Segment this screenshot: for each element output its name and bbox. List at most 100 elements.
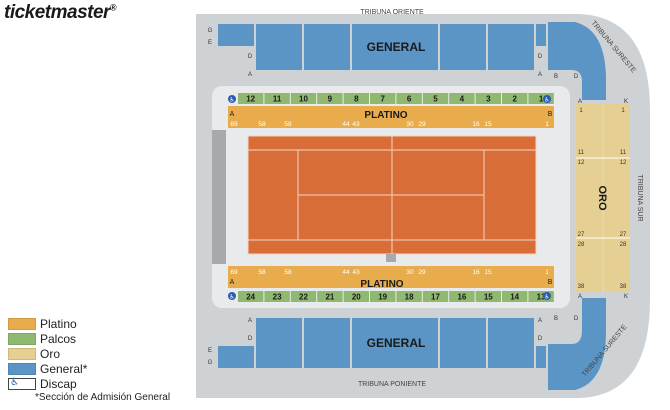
- palco-bottom-14[interactable]: [502, 291, 528, 302]
- platino-bottom-num-5: 30: [406, 269, 414, 276]
- palco-bottom-20[interactable]: [343, 291, 369, 302]
- oro-num-38-right: 38: [620, 284, 627, 290]
- palco-top-label-7: 7: [380, 95, 385, 104]
- palco-bottom-label-20: 20: [352, 293, 361, 302]
- platino-bottom-num-8: 15: [484, 269, 492, 276]
- platino-top-num-2: 58: [284, 121, 292, 128]
- section-general-top-c[interactable]: [304, 24, 350, 70]
- platino-top-num-7: 16: [472, 121, 480, 128]
- palco-bottom-16[interactable]: [449, 291, 475, 302]
- section-general-top-b[interactable]: [256, 24, 302, 70]
- label-general-bottom: GENERAL: [367, 336, 426, 350]
- section-general-top-a[interactable]: [218, 24, 254, 46]
- palco-top-6[interactable]: [396, 93, 422, 104]
- palco-bottom-23[interactable]: [264, 291, 290, 302]
- concourse-left: [196, 14, 214, 398]
- label-platino-top: PLATINO: [364, 110, 407, 121]
- platino-bottom-num-0: 69: [230, 269, 238, 276]
- label-platino-bottom: PLATINO: [360, 279, 403, 290]
- palco-top-1[interactable]: [528, 93, 554, 104]
- palco-bottom-18[interactable]: [396, 291, 422, 302]
- section-general-top-g[interactable]: [536, 24, 546, 46]
- platino-top-num-3: 44: [342, 121, 350, 128]
- palco-top-label-4: 4: [460, 95, 465, 104]
- legend-swatch-discap: ♿: [8, 376, 36, 390]
- row-letter-a-oro: A: [578, 99, 582, 105]
- legend-item-palcos: Palcos: [8, 331, 170, 346]
- palco-bottom-19[interactable]: [370, 291, 396, 302]
- row-letter-d-top-right: D: [538, 54, 543, 60]
- platino-bottom-num-7: 16: [472, 269, 480, 276]
- palco-top-3[interactable]: [475, 93, 501, 104]
- palco-bottom-21[interactable]: [317, 291, 343, 302]
- label-general-top: GENERAL: [367, 40, 426, 54]
- section-platino-top[interactable]: [228, 106, 554, 128]
- section-general-top-d[interactable]: [352, 24, 438, 70]
- section-general-top-f[interactable]: [488, 24, 534, 70]
- section-general-bottom-a[interactable]: [218, 346, 254, 368]
- palco-bottom-15[interactable]: [475, 291, 501, 302]
- label-tribuna-sur: TRIBUNA SUR: [636, 174, 643, 221]
- row-letter-k-oro: K: [624, 99, 628, 105]
- palco-top-4[interactable]: [449, 93, 475, 104]
- section-general-bottom-c[interactable]: [304, 318, 350, 368]
- row-letter-e-bottom: E: [208, 348, 212, 354]
- palco-bottom-label-14: 14: [510, 293, 519, 302]
- section-general-bottom-e[interactable]: [440, 318, 486, 368]
- legend-label-platino: Platino: [40, 316, 77, 331]
- wheelchair-icon: ♿: [544, 97, 549, 104]
- platino-top-num-4: 43: [352, 121, 360, 128]
- palco-top-label-12: 12: [246, 95, 255, 104]
- section-platino-bottom[interactable]: [228, 266, 554, 288]
- platino-bottom-num-9: 1: [545, 269, 549, 276]
- section-general-top-e[interactable]: [440, 24, 486, 70]
- section-general-bottom-curve[interactable]: [548, 298, 606, 390]
- platino-bottom-num-6: 29: [418, 269, 426, 276]
- wheelchair-icon: ♿: [544, 294, 549, 301]
- palco-top-label-3: 3: [486, 95, 491, 104]
- section-general-top-curve[interactable]: [548, 22, 606, 100]
- section-general-bottom-d[interactable]: [352, 318, 438, 368]
- brand-name: ticketmaster: [4, 2, 110, 23]
- platino-top-num-6: 29: [418, 121, 426, 128]
- row-letter-d-bottom-curve: D: [574, 316, 579, 322]
- palco-top-12[interactable]: [238, 93, 264, 104]
- legend-item-discap: ♿ Discap: [8, 376, 170, 391]
- wheelchair-icon: ♿: [229, 294, 234, 301]
- palco-top-8[interactable]: [343, 93, 369, 104]
- section-general-bottom-b[interactable]: [256, 318, 302, 368]
- palco-top-10[interactable]: [290, 93, 317, 104]
- row-letter-b-top-curve: B: [554, 74, 558, 80]
- oro-num-11-left: 11: [578, 150, 585, 156]
- legend-item-platino: Platino: [8, 316, 170, 331]
- row-letter-a-top-left: A: [248, 72, 252, 78]
- palco-top-label-5: 5: [433, 95, 438, 104]
- row-letter-g-bottom: G: [208, 360, 213, 366]
- palco-top-2[interactable]: [502, 93, 528, 104]
- palco-top-11[interactable]: [264, 93, 290, 104]
- palco-top-5[interactable]: [422, 93, 449, 104]
- wheelchair-icon: ♿: [10, 376, 19, 388]
- platino-bottom-num-2: 58: [284, 269, 292, 276]
- palco-bottom-17[interactable]: [422, 291, 449, 302]
- palco-top-7[interactable]: [370, 93, 396, 104]
- row-letter-k-oro-bottom: K: [624, 294, 628, 300]
- section-general-bottom-f[interactable]: [488, 318, 534, 368]
- palco-top-label-9: 9: [328, 95, 333, 104]
- section-general-bottom-g[interactable]: [536, 346, 546, 368]
- palco-bottom-24[interactable]: [238, 291, 264, 302]
- legend-item-oro: Oro: [8, 346, 170, 361]
- palco-bottom-22[interactable]: [290, 291, 317, 302]
- platino-top-num-8: 15: [484, 121, 492, 128]
- oro-num-28-right: 28: [620, 242, 627, 248]
- platino-bottom-a: A: [230, 279, 235, 286]
- label-tribuna-poniente: TRIBUNA PONIENTE: [358, 381, 426, 388]
- label-tribuna-oriente: TRIBUNA ORIENTE: [360, 9, 424, 16]
- palco-top-label-11: 11: [273, 95, 282, 104]
- row-letter-a-bottom-left: A: [248, 318, 252, 324]
- palco-top-9[interactable]: [317, 93, 343, 104]
- platino-top-num-0: 69: [230, 121, 238, 128]
- palco-bottom-13[interactable]: [528, 291, 554, 302]
